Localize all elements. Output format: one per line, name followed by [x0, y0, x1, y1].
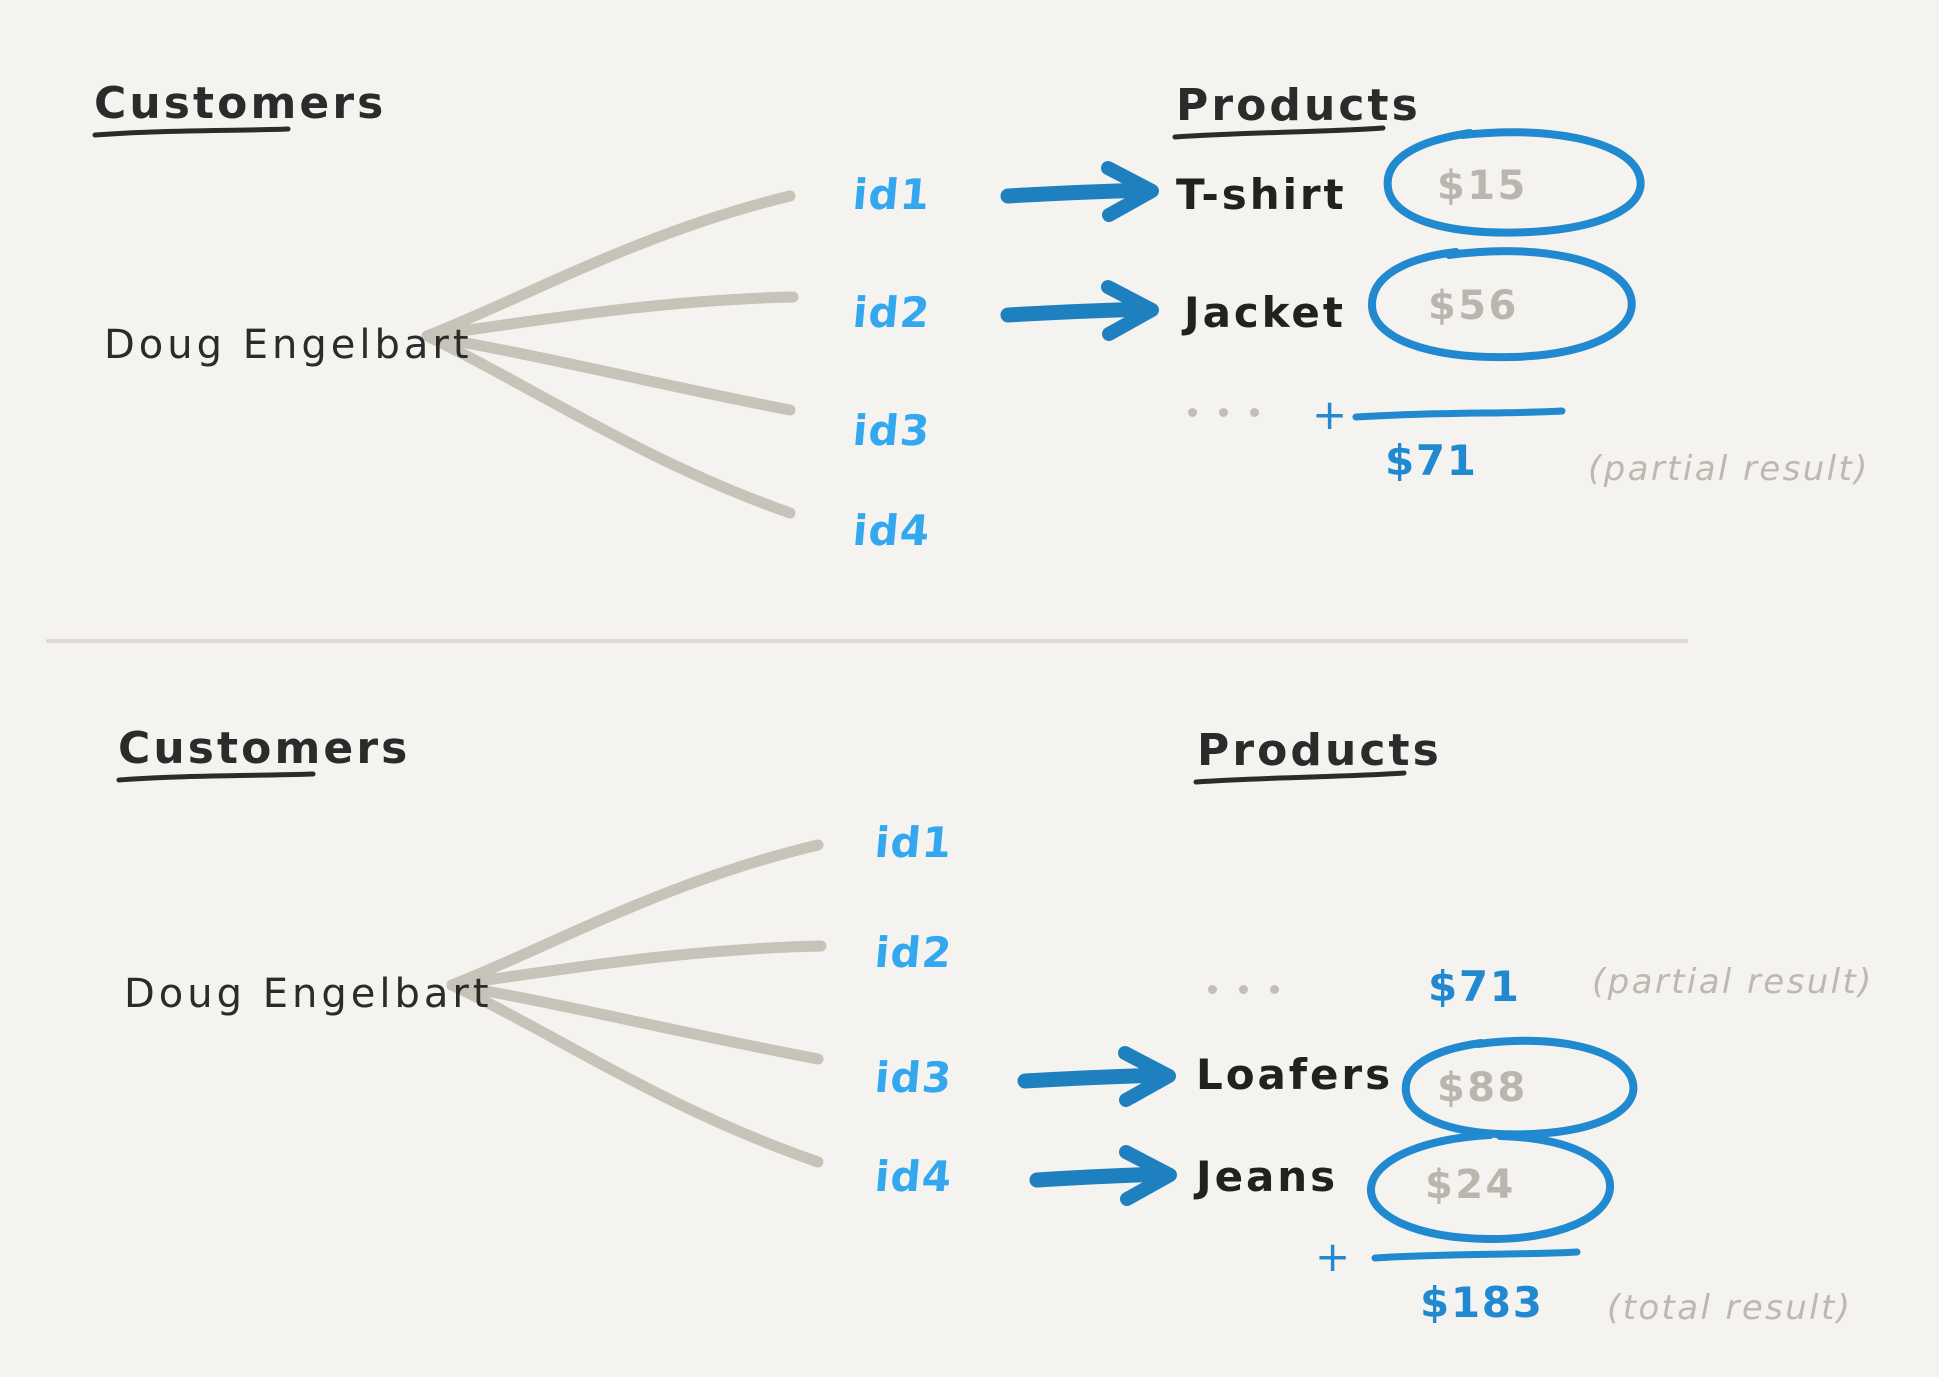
id-label-top-id3[interactable]: id3: [850, 406, 933, 455]
product-name-jacket: Jacket: [1184, 288, 1346, 337]
fan-curves-bottom: [446, 839, 827, 1168]
customers-heading-bottom: Customers: [118, 723, 411, 774]
id-label-bottom-id2[interactable]: id2: [872, 928, 955, 977]
sum-rule-bottom: [1371, 1248, 1581, 1262]
arrow-id1-to-tshirt: [1000, 161, 1159, 222]
product-name-loafers: Loafers: [1196, 1050, 1394, 1099]
fan-curve2-id1: [446, 839, 824, 991]
arrow-id4-to-jeans: [1029, 1145, 1177, 1206]
customers-heading-top: Customers: [94, 78, 387, 129]
partial-result-amount-top: $71: [1385, 436, 1478, 485]
carried-partial-amount: $71: [1428, 962, 1521, 1011]
partial-result-note-top: (partial result): [1588, 449, 1870, 489]
plus-sign-top: +: [1312, 390, 1350, 439]
total-result-amount: $183: [1420, 1278, 1544, 1327]
sum-rule-top: [1352, 407, 1566, 421]
id-label-top-id1[interactable]: id1: [850, 170, 933, 219]
products-heading-top: Products: [1176, 80, 1421, 131]
ellipsis-bottom: [1208, 985, 1279, 994]
fan-curve2-id4: [446, 979, 824, 1168]
products-heading-bottom: Products: [1197, 725, 1442, 776]
arrow-id3-to-loafers: [1017, 1046, 1176, 1107]
carried-partial-note: (partial result): [1592, 962, 1874, 1002]
product-name-tshirt: T-shirt: [1176, 170, 1347, 219]
fan-curve-id1: [421, 190, 796, 342]
price-loafers: $88: [1437, 1065, 1528, 1111]
fan-curves-top: [421, 190, 799, 519]
id-label-top-id2[interactable]: id2: [850, 288, 933, 337]
customers-underline-bottom: [116, 771, 316, 783]
price-jeans: $24: [1425, 1162, 1516, 1208]
ellipsis-top: [1188, 408, 1259, 417]
fan-curve-id2: [421, 291, 799, 342]
id-label-bottom-id4[interactable]: id4: [872, 1152, 955, 1201]
fan-curve-id4: [421, 330, 796, 519]
total-result-note: (total result): [1607, 1288, 1853, 1328]
fan-curve-id3: [421, 330, 796, 416]
id-label-top-id4[interactable]: id4: [850, 506, 933, 555]
price-jacket: $56: [1428, 283, 1519, 329]
arrow-id2-to-jacket: [1000, 280, 1159, 341]
product-name-jeans: Jeans: [1196, 1152, 1339, 1201]
plus-sign-bottom: +: [1315, 1232, 1353, 1281]
fan-curve2-id3: [446, 979, 824, 1065]
customer-name-bottom: Doug Engelbart: [124, 971, 493, 1017]
fan-curve2-id2: [446, 940, 827, 991]
id-label-bottom-id3[interactable]: id3: [872, 1053, 955, 1102]
customer-name-top: Doug Engelbart: [104, 322, 473, 368]
price-tshirt: $15: [1437, 163, 1528, 209]
customers-underline-top: [92, 126, 291, 138]
id-label-bottom-id1[interactable]: id1: [872, 818, 955, 867]
